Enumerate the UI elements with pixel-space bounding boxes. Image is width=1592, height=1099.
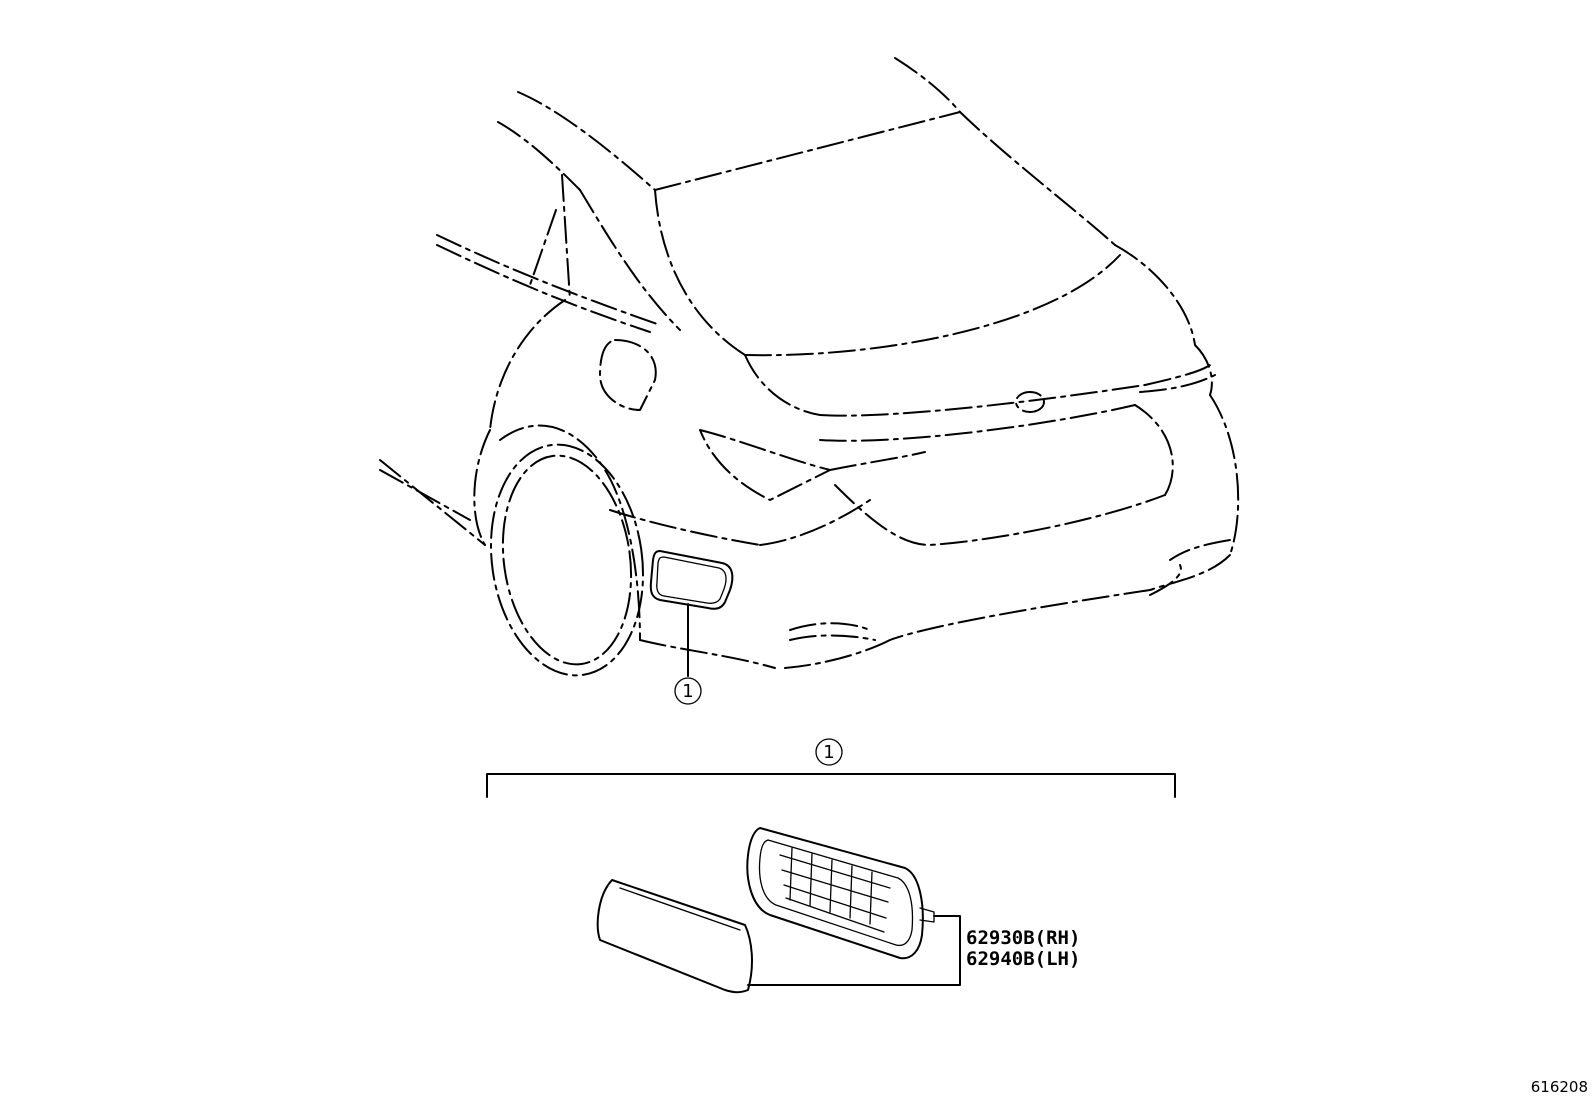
reflector-on-vehicle [649,550,734,610]
part-number-lh: 62940B(LH) [966,948,1080,970]
assembly-bracket [486,773,1176,798]
svg-text:1: 1 [823,742,834,763]
svg-text:1: 1 [682,681,693,702]
callout-1-upper: 1 [674,677,702,705]
part-leader-lines [747,915,961,986]
illustration-id: 616208 [1531,1078,1588,1096]
callout-1-lower: 1 [815,738,843,766]
part-number-labels: 62930B(RH) 62940B(LH) [966,927,1080,970]
vehicle-outline [379,57,1240,677]
reflector-lens [596,879,753,994]
reflector-housing [746,827,935,960]
part-number-rh: 62930B(RH) [966,927,1080,949]
